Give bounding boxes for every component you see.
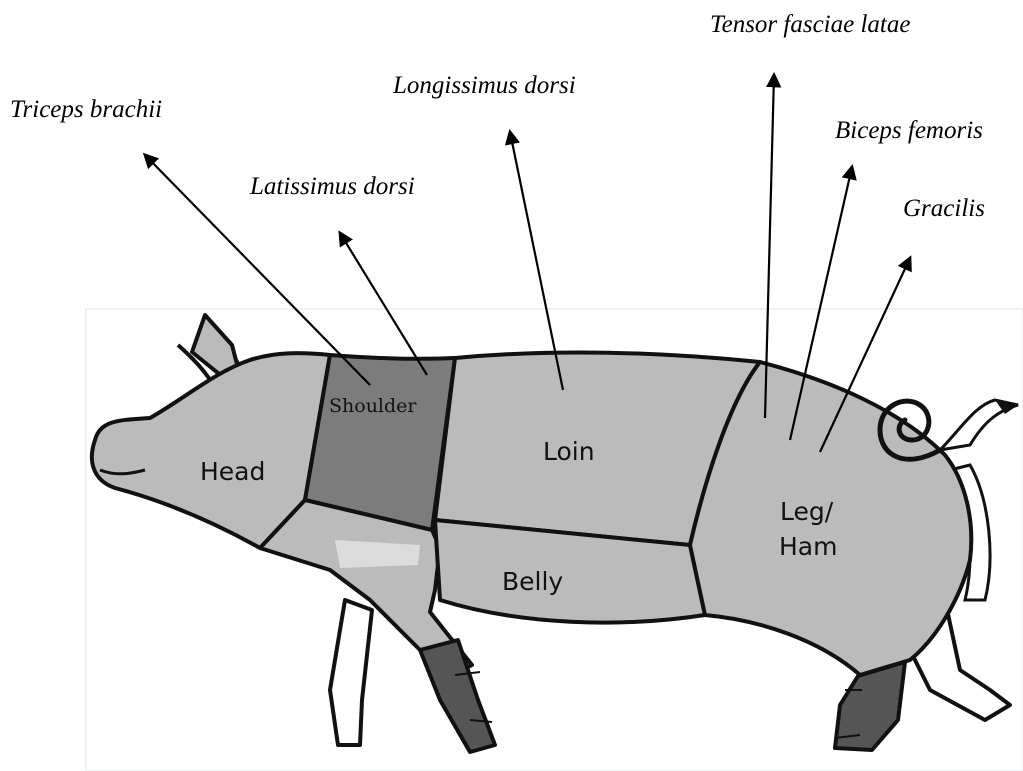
muscle-label-latissimus: Latissimus dorsi — [249, 173, 415, 200]
cut-label-ham: Ham — [779, 532, 837, 561]
cut-label-head: Head — [200, 457, 265, 486]
front-hoof — [420, 640, 495, 752]
muscle-label-gracilis: Gracilis — [903, 195, 985, 222]
cut-label-loin: Loin — [543, 437, 595, 466]
rear-hoof — [835, 662, 905, 750]
cut-label-leg: Leg/ — [780, 497, 834, 526]
muscle-label-biceps: Biceps femoris — [835, 117, 983, 144]
muscle-label-tensor: Tensor fasciae latae — [710, 11, 910, 38]
arrow-latissimus — [340, 233, 427, 375]
cut-label-shoulder: Shoulder — [329, 395, 417, 417]
muscle-label-longissimus: Longissimus dorsi — [392, 72, 576, 99]
cut-label-belly: Belly — [502, 567, 563, 596]
muscle-label-triceps: Triceps brachii — [10, 96, 162, 123]
